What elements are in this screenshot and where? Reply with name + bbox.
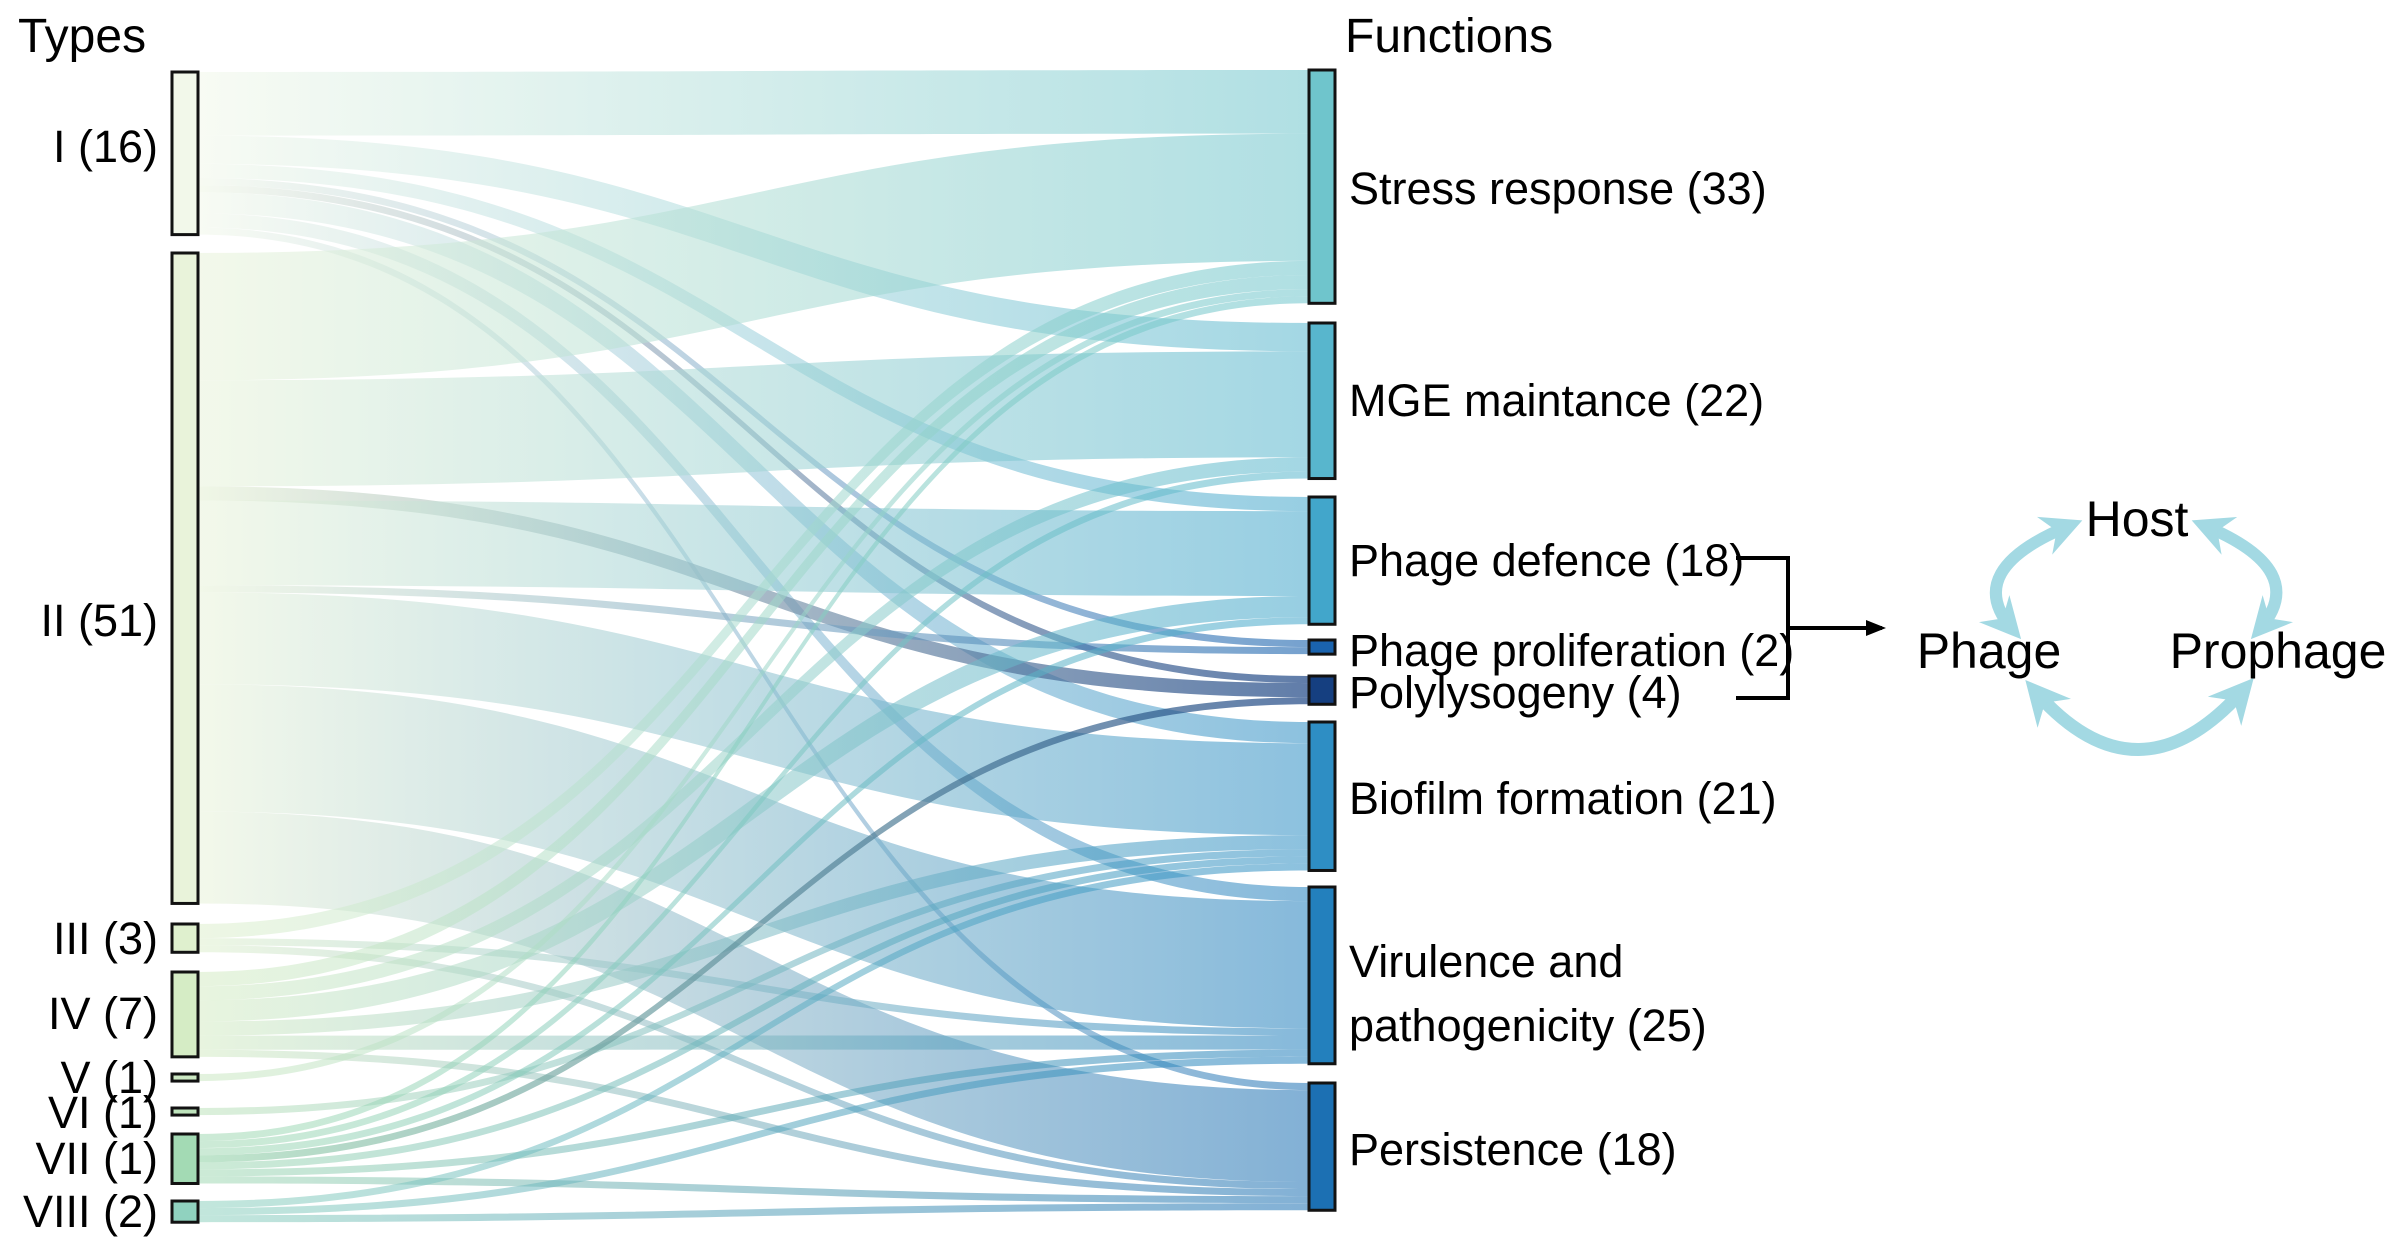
function-node-mge [1307,321,1337,481]
function-label-stress: Stress response (33) [1349,163,1767,214]
flow-VII-poly [198,697,1309,1163]
function-label-persist: Persistence (18) [1349,1124,1677,1175]
type-node-II [170,251,200,905]
labels-layer: I (16)II (51)III (3)IV (7)V (1)VI (1)VII… [23,121,1794,1237]
type-label-IV: IV (7) [48,988,158,1039]
function-node-defence [1307,495,1337,626]
flow-VII-persist [198,1176,1309,1204]
function-label-virulence-line2: pathogenicity (25) [1349,1000,1707,1051]
type-label-VII: VII (1) [35,1133,158,1184]
function-label-mge: MGE maintance (22) [1349,375,1764,426]
flow-VII-virulence [198,1049,1309,1177]
type-node-I [170,70,200,237]
flow-VIII-biofilm [198,863,1309,1209]
function-node-prolif [1307,638,1337,656]
type-label-VIII: VIII (2) [23,1186,158,1237]
flows-layer [198,70,1309,1223]
function-label-virulence-line1: Virulence and [1349,936,1623,987]
type-label-I: I (16) [53,121,158,172]
host-label: Host [2086,491,2189,547]
type-label-III: III (3) [53,913,158,964]
flow-IV-stress [198,275,1309,987]
type-node-VIII [170,1199,200,1224]
function-node-biofilm [1307,720,1337,872]
type-label-V: V (1) [60,1052,158,1103]
phage-label: Phage [1917,623,2062,679]
host-phage-arrow [1978,516,2083,640]
function-label-defence: Phage defence (18) [1349,535,1744,586]
flow-VII-biofilm [198,856,1309,1170]
flow-II-poly [198,486,1309,698]
flow-VII-mge [198,471,1309,1149]
function-node-persist [1307,1081,1337,1212]
flow-IV-biofilm [198,835,1309,1036]
phage-group-bracket [1736,556,1886,700]
flow-III-virulence [198,938,1309,1036]
function-label-biofilm: Biofilm formation (21) [1349,773,1777,824]
type-node-VII [170,1132,200,1185]
function-label-prolif: Phage proliferation (2) [1349,625,1794,676]
flow-II-stress [198,133,1309,381]
function-label-poly: Polylysogeny (4) [1349,667,1682,718]
functions-title: Functions [1345,10,1553,63]
phage-prophage-arrow [2025,678,2254,756]
host-prophage-arrow [2191,517,2294,640]
prophage-label: Prophage [2170,623,2387,679]
flow-V-stress [198,289,1309,1082]
flow-IV-persist [198,1049,1309,1197]
host-phage-prophage-cycle: Host Phage Prophage [1917,491,2387,756]
flow-I-stress [198,70,1309,136]
flow-II-defence [198,500,1309,596]
flow-II-virulence [198,684,1309,1029]
flow-II-prolif [198,585,1309,655]
function-node-poly [1307,674,1337,706]
flow-VII-defence [198,617,1309,1156]
flow-VI-biofilm [198,849,1309,1116]
flow-III-persist [198,945,1309,1190]
type-node-III [170,922,200,954]
type-label-II: II (51) [40,595,158,646]
flow-III-stress [198,260,1309,939]
nodes-layer [170,68,1337,1224]
function-node-virulence [1307,885,1337,1066]
flow-IV-mge [198,457,1309,1001]
type-label-VI: VI (1) [48,1087,158,1138]
function-node-stress [1307,68,1337,305]
flow-VIII-virulence [198,1056,1309,1216]
types-title: Types [18,10,146,63]
flow-VIII-persist [198,1203,1309,1223]
type-node-IV [170,970,200,1059]
flow-I-defence [198,163,1309,512]
type-node-V [170,1072,200,1083]
flow-II-biofilm [198,592,1309,836]
type-node-VI [170,1106,200,1117]
flow-I-persist [198,227,1309,1091]
flow-VII-stress [198,296,1309,1142]
